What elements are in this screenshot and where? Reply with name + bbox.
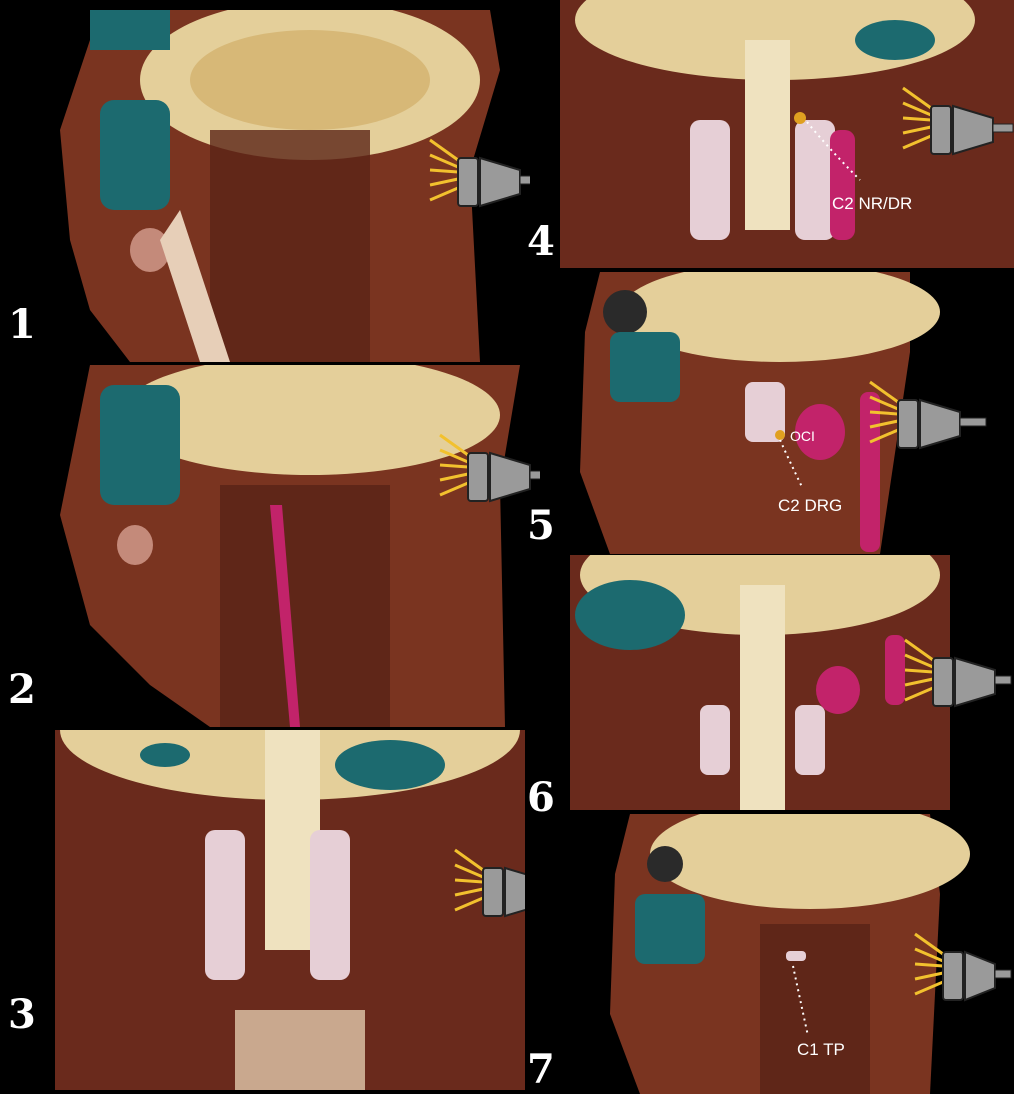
probe-panel-4 [545, 0, 1014, 268]
dotted-arrow-icon [793, 966, 808, 1036]
annotation-c2-nr-dr: C2 NR/DR [832, 194, 912, 214]
panel-number-2: 2 [8, 670, 36, 710]
panel-4-coronal-section [545, 0, 1014, 268]
annotation-c1-tp: C1 TP [797, 1040, 845, 1060]
probe-panel-3 [55, 730, 525, 1090]
panel-number-1: 1 [8, 305, 36, 345]
dotted-arrow-icon [807, 122, 860, 180]
panel-number-7: 7 [527, 1050, 555, 1090]
panel-number-4: 4 [527, 222, 555, 262]
panel-number-5: 5 [527, 506, 555, 546]
panel-number-6: 6 [527, 778, 555, 818]
probe-panel-2 [60, 365, 540, 727]
annotation-oci: OCI [790, 428, 815, 444]
panel-6-coronal-section [570, 555, 1014, 810]
panel-number-3: 3 [8, 995, 36, 1035]
panel-1-sagittal-section [60, 10, 530, 362]
dotted-arrow-icon [780, 440, 802, 487]
probe-panel-6 [570, 555, 1014, 810]
probe-panel-1 [60, 10, 530, 362]
panel-2-sagittal-section [60, 365, 540, 727]
panel-3-coronal-section [55, 730, 525, 1090]
annotation-c2-drg: C2 DRG [778, 496, 842, 516]
